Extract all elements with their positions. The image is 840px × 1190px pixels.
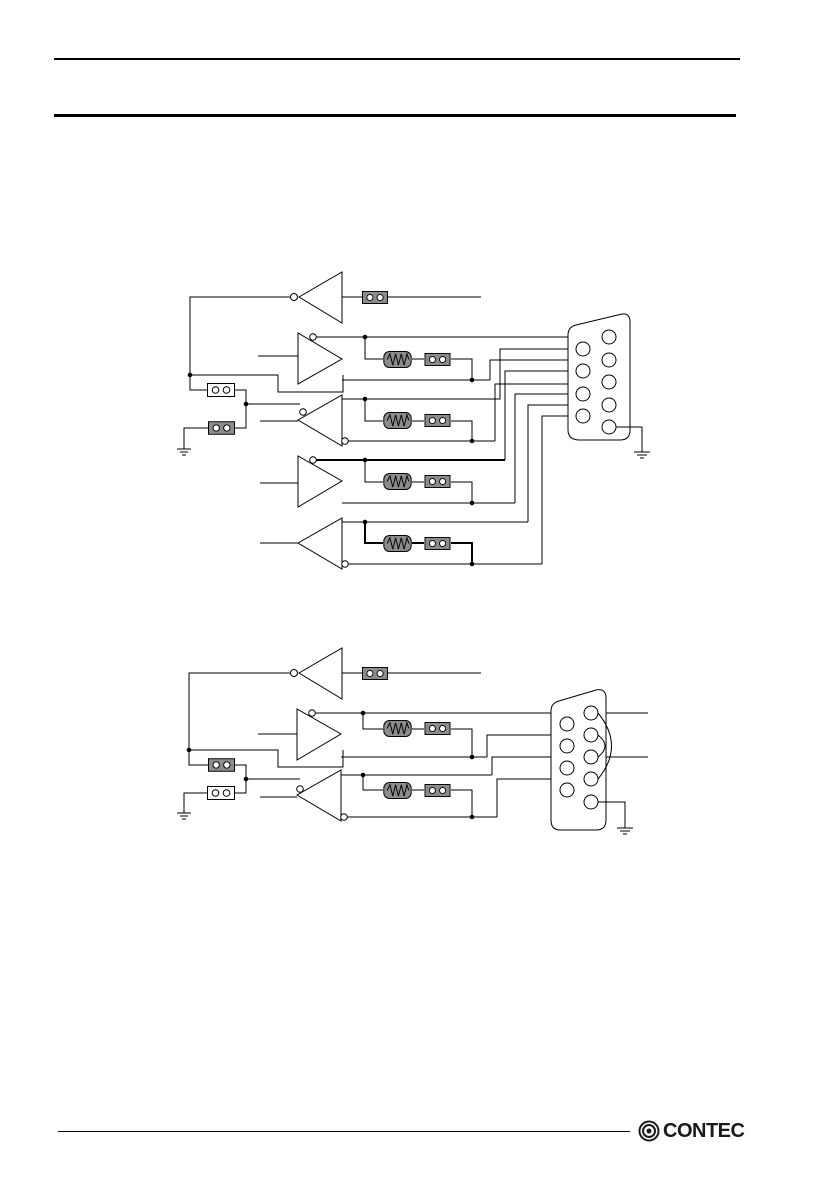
dsub9-connector-1 [568,314,630,440]
receiver-3 [297,770,341,821]
footer-rule [58,1131,630,1132]
brand-name: CONTEC [663,1119,744,1143]
driver-3 [297,709,341,760]
driver-1 [298,333,342,384]
driver-2 [298,456,342,507]
diagram-1 [177,272,650,569]
diagram-2 [177,648,648,834]
buffer-top [299,272,342,323]
contec-logo-icon [638,1120,660,1142]
receiver-2 [298,518,342,569]
footer-brand: CONTEC [638,1119,744,1143]
receiver-1 [298,395,342,446]
buffer-top-2 [299,648,342,699]
